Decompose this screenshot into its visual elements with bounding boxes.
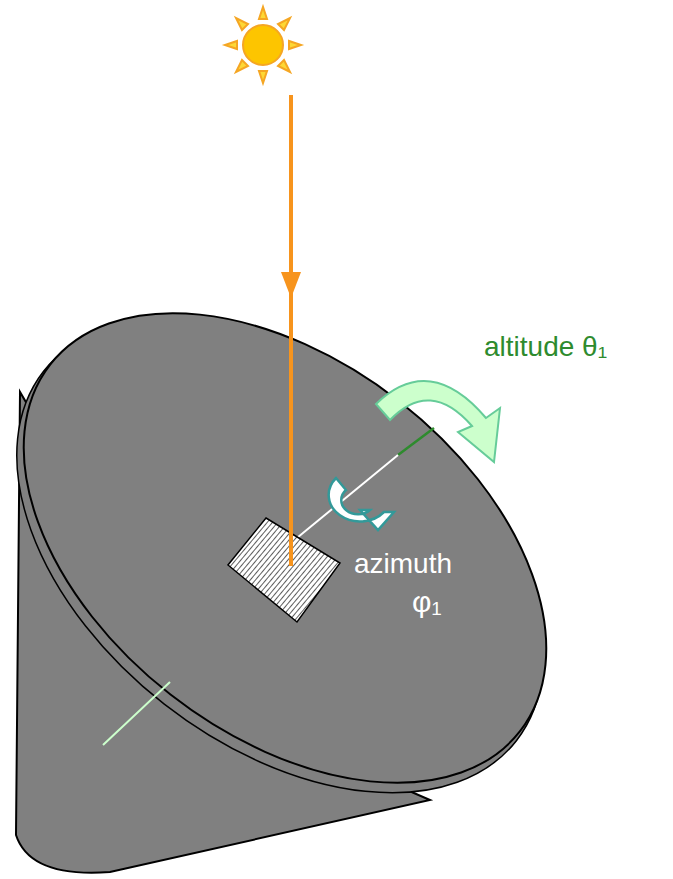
altitude-axis <box>398 428 434 455</box>
azimuth-axis <box>292 455 398 542</box>
sun-ray <box>289 95 293 566</box>
angle-label: φ₁ <box>412 585 442 618</box>
receiver-plate <box>228 518 340 622</box>
altitude-axis <box>103 682 170 745</box>
ray-arrowhead <box>281 272 301 298</box>
dish-face <box>0 218 634 878</box>
sun-symbol <box>225 7 301 83</box>
angle-label: altitude θ₁ <box>484 332 607 363</box>
azimuth-arrow <box>329 478 394 530</box>
altitude-arrow <box>376 381 500 462</box>
axis-label: azimuth <box>354 549 452 580</box>
